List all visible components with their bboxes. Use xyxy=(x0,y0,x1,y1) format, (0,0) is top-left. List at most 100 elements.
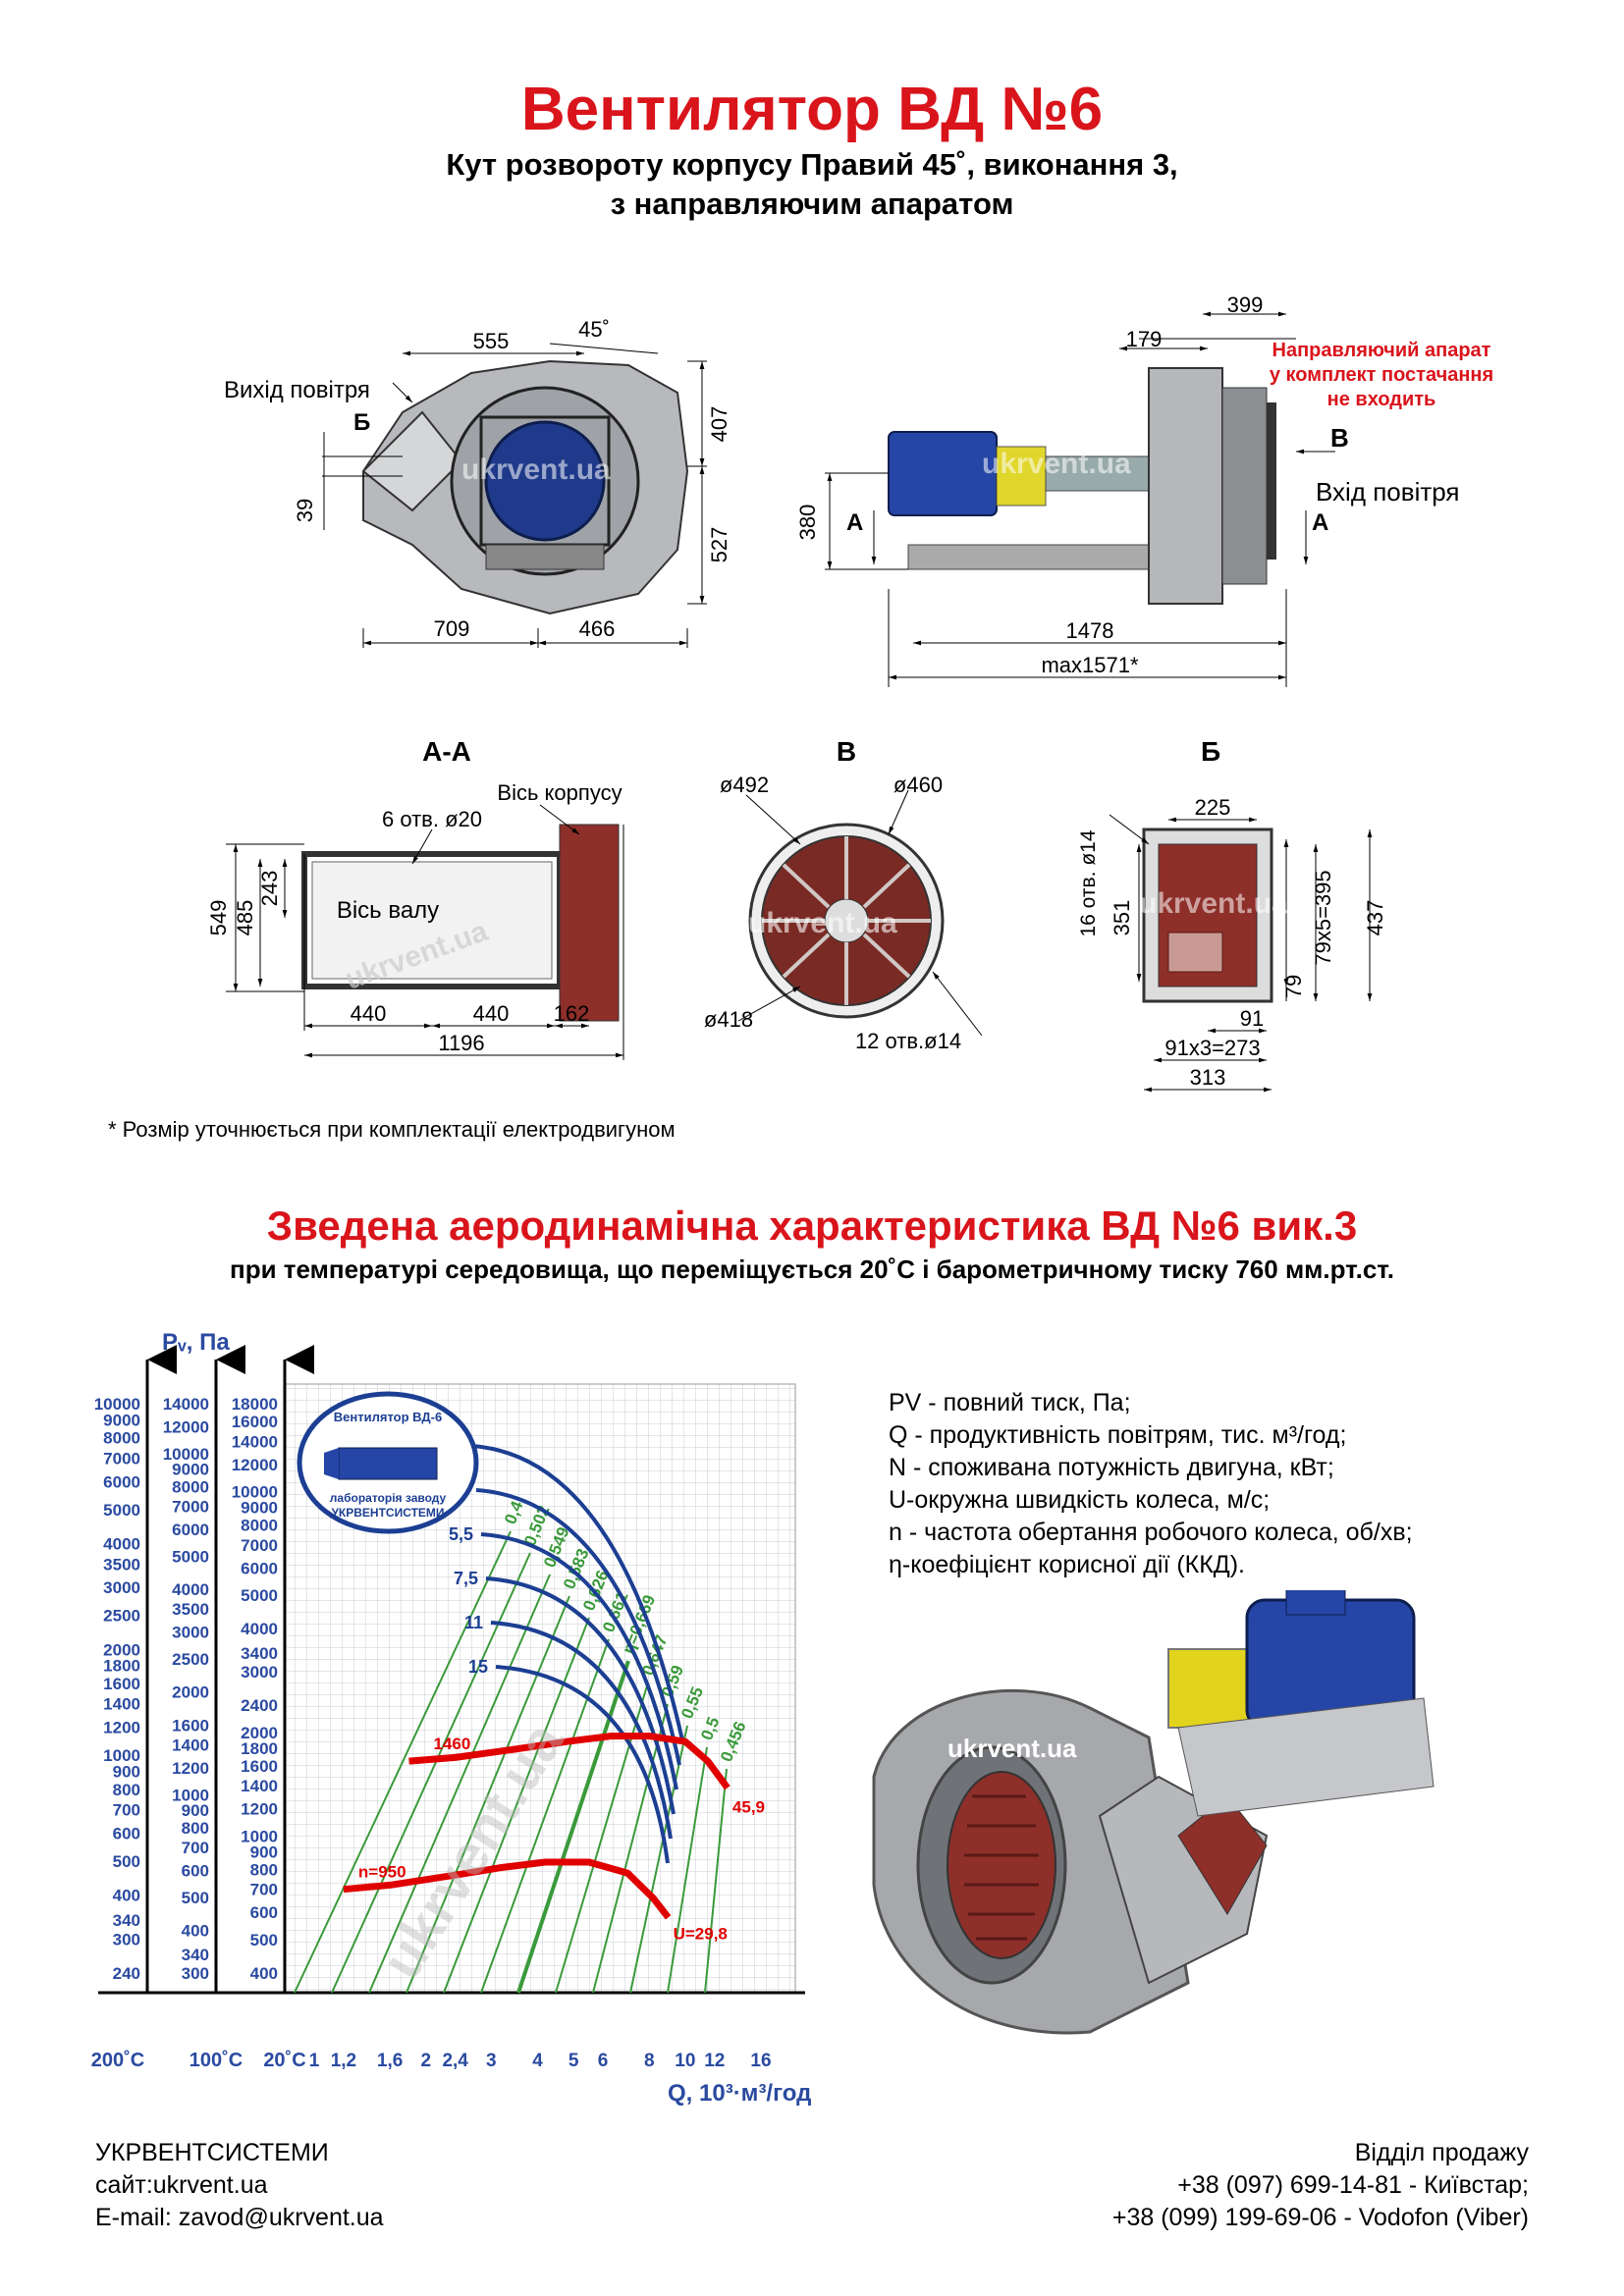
page-subtitle-line2: з направляючим апаратом xyxy=(610,187,1014,221)
power-line xyxy=(470,1444,684,1741)
guide-note-line3: не входить xyxy=(1327,389,1436,410)
y20-tick: 14000 xyxy=(232,1432,278,1451)
y100-tick: 800 xyxy=(182,1819,209,1838)
footer-phone2[interactable]: +38 (099) 199-69-06 - Vodofon (Viber) xyxy=(1111,2204,1529,2231)
y20-tick: 800 xyxy=(250,1860,278,1879)
y100-tick: 10000 xyxy=(163,1445,209,1464)
dim-466: 466 xyxy=(579,616,616,641)
y200-tick: 3000 xyxy=(103,1578,140,1597)
y20-tick: 3000 xyxy=(241,1663,278,1682)
technical-drawings: 555 45˚ Вихід повітря Б 407 527 39 709 4… xyxy=(206,293,1493,1093)
y200-tick: 1000 xyxy=(103,1746,140,1765)
x-tick: 6 xyxy=(598,2051,609,2071)
dim-1196: 1196 xyxy=(438,1031,484,1055)
y100-tick: 3500 xyxy=(172,1600,209,1619)
efficiency-line xyxy=(592,1703,669,1994)
dim-407: 407 xyxy=(707,406,731,443)
power-line xyxy=(475,1488,681,1766)
footer-right: Відділ продажу +38 (097) 699-14-81 - Киї… xyxy=(1112,2137,1529,2234)
y100-tick: 14000 xyxy=(163,1395,209,1414)
holes-v: 12 отв.ø14 xyxy=(855,1029,961,1053)
y100-tick: 1400 xyxy=(172,1736,209,1755)
velocity-label-459: 45,9 xyxy=(732,1797,765,1816)
power-line xyxy=(490,1621,673,1840)
y-scale-20c: 4005006007008009001000120014001600180020… xyxy=(232,1395,278,1983)
dim-243: 243 xyxy=(257,871,282,907)
efficiency-line xyxy=(368,1574,551,1994)
y200-tick: 1400 xyxy=(103,1695,140,1714)
dim-39: 39 xyxy=(293,499,317,522)
view-v-label: В xyxy=(837,736,856,767)
y200-tick: 400 xyxy=(113,1887,140,1905)
y200-tick: 600 xyxy=(113,1825,140,1843)
legend-eta: η-коефіцієнт корисної дії (ККД). xyxy=(889,1551,1245,1578)
footer-site[interactable]: сайт:ukrvent.ua xyxy=(95,2171,268,2199)
y20-tick: 2000 xyxy=(241,1724,278,1742)
efficiency-line xyxy=(406,1595,570,1994)
axis-shaft-label: Вісь валу xyxy=(337,897,439,924)
y100-tick: 600 xyxy=(182,1861,209,1880)
y100-tick: 3000 xyxy=(172,1623,209,1641)
x-tick: 12 xyxy=(704,2051,725,2071)
render-watermark: ukrvent.ua xyxy=(947,1734,1077,1763)
fan-render-image: ukrvent.ua xyxy=(872,1590,1435,2035)
x-tick: 2 xyxy=(420,2051,431,2071)
y-scale-200c: 2403003404005006007008009001000120014001… xyxy=(94,1395,140,1983)
power-label: 15 xyxy=(468,1657,488,1677)
legend: PV - повний тиск, Па; Q - продуктивність… xyxy=(889,1387,1413,1581)
efficiency-line xyxy=(443,1617,590,1994)
y-scale-100c: 3003404005006007008009001000120014001600… xyxy=(163,1395,209,1983)
y100-tick: 9000 xyxy=(172,1461,209,1479)
section-mark-b: Б xyxy=(353,409,370,436)
y20-tick: 12000 xyxy=(232,1456,278,1474)
axis-body-label: Вісь корпусу xyxy=(497,780,622,805)
dim-440a: 440 xyxy=(351,1001,387,1026)
dim-313: 313 xyxy=(1190,1065,1226,1090)
footer-phone1[interactable]: +38 (097) 699-14-81 - Київстар; xyxy=(1177,2171,1529,2199)
y20-tick: 5000 xyxy=(241,1586,278,1605)
dim-380: 380 xyxy=(795,505,820,541)
y20-tick: 4000 xyxy=(241,1620,278,1638)
y200-tick: 5000 xyxy=(103,1501,140,1520)
page-subtitle-line1: Кут розвороту корпусу Правий 45˚, викона… xyxy=(446,147,1178,182)
d492: ø492 xyxy=(720,773,769,797)
dim-162: 162 xyxy=(554,1001,590,1026)
dim-351: 351 xyxy=(1110,900,1134,936)
y200-tick: 2000 xyxy=(103,1640,140,1659)
dim-485: 485 xyxy=(233,900,257,936)
y200-tick: 3500 xyxy=(103,1555,140,1574)
y100-tick: 500 xyxy=(182,1889,209,1907)
page-title: Вентилятор ВД №6 xyxy=(520,76,1104,143)
efficiency-line xyxy=(294,1530,512,1994)
x-temp-200: 200˚С xyxy=(91,2049,144,2071)
footer-email[interactable]: E-mail: zavod@ukrvent.ua xyxy=(95,2204,384,2231)
y20-tick: 7000 xyxy=(241,1536,278,1555)
power-line xyxy=(480,1532,678,1790)
x-tick: 1,6 xyxy=(377,2051,403,2071)
y20-tick: 900 xyxy=(250,1842,278,1861)
legend-u: U-окружна швидкість колеса, м/с; xyxy=(889,1486,1271,1514)
legend-pv: PV - повний тиск, Па; xyxy=(889,1389,1131,1416)
y100-tick: 300 xyxy=(182,1964,209,1983)
holes-aa: 6 отв. ø20 xyxy=(382,807,482,831)
angle-45: 45˚ xyxy=(578,317,610,342)
y100-tick: 1600 xyxy=(172,1716,209,1735)
y200-tick: 8000 xyxy=(103,1429,140,1448)
y20-tick: 600 xyxy=(250,1903,278,1922)
side-view-drawing: 399 179 Направляючий апарат у комплект п… xyxy=(795,293,1493,687)
y20-tick: 1000 xyxy=(241,1827,278,1845)
y200-tick: 340 xyxy=(113,1911,140,1930)
x-tick: 3 xyxy=(486,2051,497,2071)
speed-label-950: n=950 xyxy=(358,1863,406,1882)
dim-91x3: 91x3=273 xyxy=(1164,1036,1260,1060)
y200-tick: 700 xyxy=(113,1801,140,1820)
y-axis-label: Pᵥ, Па xyxy=(162,1329,230,1356)
y100-tick: 12000 xyxy=(163,1417,209,1436)
y20-tick: 1800 xyxy=(241,1739,278,1758)
y100-tick: 700 xyxy=(182,1839,209,1857)
x-tick: 2,4 xyxy=(442,2051,468,2071)
watermark-front: ukrvent.ua xyxy=(461,454,611,486)
x-tick: 1,2 xyxy=(331,2051,356,2071)
view-b-drawing: Б 225 16 отв. ø14 351 79x5=395 437 79 91… xyxy=(1077,736,1387,1093)
